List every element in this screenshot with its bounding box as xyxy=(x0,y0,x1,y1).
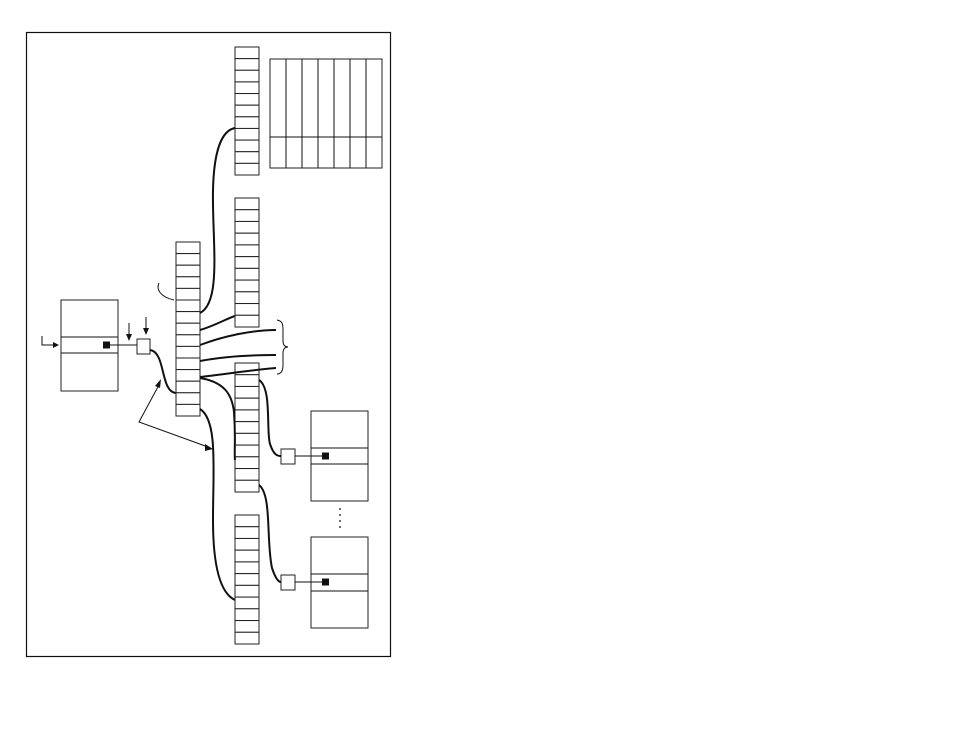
bottom-table-cell xyxy=(235,515,259,527)
upper-mid-table-cell xyxy=(235,210,259,222)
central-table xyxy=(176,242,200,416)
lower-mid-table-cell xyxy=(235,422,259,434)
central-table-cell xyxy=(176,404,200,416)
central-table-cell xyxy=(176,323,200,335)
right-small-node-1 xyxy=(281,449,295,464)
lower-mid-table-cell xyxy=(235,457,259,469)
bottom-table xyxy=(235,515,259,644)
lower-mid-table-cell xyxy=(235,386,259,398)
upper-mid-table-cell xyxy=(235,245,259,257)
upper-mid-table-cell xyxy=(235,315,259,327)
fan-curve-2 xyxy=(200,355,276,361)
lower-mid-table xyxy=(235,363,259,492)
top-table xyxy=(235,47,259,175)
callout-arc xyxy=(158,283,174,300)
down-arrow-1 xyxy=(126,323,132,341)
lower-mid-table-cell xyxy=(235,445,259,457)
central-table-cell xyxy=(176,288,200,300)
top-table-cell xyxy=(235,140,259,152)
top-table-cell xyxy=(235,59,259,71)
upper-mid-table-cell xyxy=(235,292,259,304)
central-table-cell xyxy=(176,335,200,347)
central-table-cell xyxy=(176,254,200,266)
top-table-cell xyxy=(235,82,259,94)
bottom-table-cell xyxy=(235,621,259,633)
central-table-cell xyxy=(176,300,200,312)
top-table-cell xyxy=(235,94,259,106)
bottom-table-cell xyxy=(235,562,259,574)
top-table-cell xyxy=(235,128,259,140)
central-table-cell xyxy=(176,346,200,358)
down-arrow-2 xyxy=(143,317,149,335)
upper-mid-table-cell xyxy=(235,198,259,210)
top-table-cell xyxy=(235,105,259,117)
upper-mid-table-cell xyxy=(235,268,259,280)
left-small-node xyxy=(137,339,150,354)
central-table-cell xyxy=(176,312,200,324)
central-table-cell xyxy=(176,277,200,289)
node-to-central-curve xyxy=(150,350,176,393)
central-table-cell xyxy=(176,381,200,393)
upper-mid-table-cell xyxy=(235,221,259,233)
top-table-cell xyxy=(235,152,259,164)
top-table-cell xyxy=(235,163,259,175)
right-small-node-2 xyxy=(281,575,295,590)
lower-mid-table-cell xyxy=(235,410,259,422)
bottom-table-cell xyxy=(235,574,259,586)
bottom-table-cell xyxy=(235,597,259,609)
lower-mid-table-cell xyxy=(235,398,259,410)
lower-mid-table-cell xyxy=(235,375,259,387)
central-to-upper-mid-curve xyxy=(200,316,235,330)
central-table-cell xyxy=(176,393,200,405)
bottom-table-cell xyxy=(235,609,259,621)
curly-brace xyxy=(277,320,288,374)
left-record xyxy=(61,300,118,391)
upper-mid-table xyxy=(235,198,259,327)
lower-mid-table-cell xyxy=(235,469,259,481)
lower-mid-to-node-1-curve xyxy=(259,380,281,456)
bottom-table-cell xyxy=(235,527,259,539)
bottom-table-cell xyxy=(235,632,259,644)
central-table-cell xyxy=(176,370,200,382)
central-table-cell xyxy=(176,242,200,254)
upper-mid-table-cell xyxy=(235,280,259,292)
left-record-pointer-dot xyxy=(103,342,110,349)
fan-curve-1 xyxy=(200,330,276,345)
central-table-cell xyxy=(176,358,200,370)
central-to-top-curve xyxy=(200,128,235,313)
top-table-cell xyxy=(235,47,259,59)
top-right-grid xyxy=(270,59,382,168)
top-table-cell xyxy=(235,117,259,129)
lower-mid-table-cell xyxy=(235,480,259,492)
top-table-cell xyxy=(235,70,259,82)
lower-mid-table-cell xyxy=(235,433,259,445)
upper-mid-table-cell xyxy=(235,304,259,316)
central-table-cell xyxy=(176,265,200,277)
lower-mid-to-node-2-curve xyxy=(259,485,281,582)
grid-frame xyxy=(270,59,382,168)
upper-mid-table-cell xyxy=(235,233,259,245)
upper-mid-table-cell xyxy=(235,257,259,269)
bottom-table-cell xyxy=(235,550,259,562)
bottom-table-cell xyxy=(235,538,259,550)
bottom-table-cell xyxy=(235,585,259,597)
central-to-bottom-curve xyxy=(200,409,235,600)
